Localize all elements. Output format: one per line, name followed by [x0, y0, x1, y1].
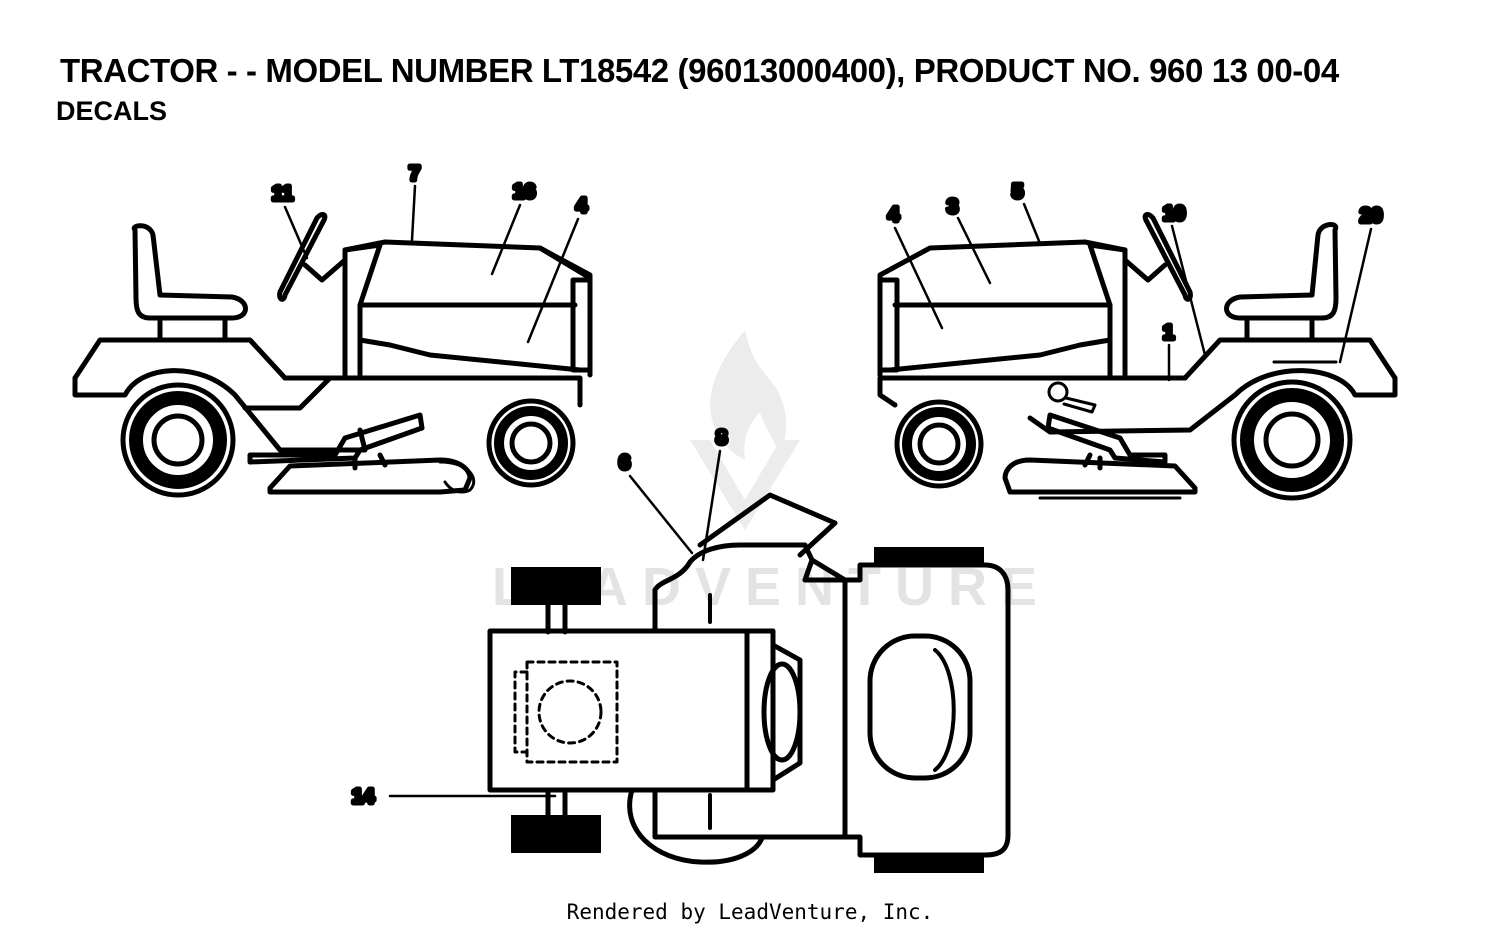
rear-fender-right [1027, 368, 1398, 435]
page-title: TRACTOR - - MODEL NUMBER LT18542 (960130… [60, 52, 1339, 89]
rear-wheel [120, 382, 236, 498]
callout-5: 5 [1012, 181, 1023, 203]
callout-3: 3 [947, 196, 958, 218]
mower-deck-right [1002, 457, 1198, 495]
callout-4-right: 4 [888, 204, 900, 226]
steering-wheel-right [1142, 212, 1193, 302]
callout-6: 6 [619, 452, 630, 474]
steering-wheel-top [697, 492, 838, 558]
callout-8: 8 [716, 427, 727, 449]
callout-16: 16 [513, 181, 535, 203]
front-right-tire [511, 815, 601, 853]
callout-1: 1 [1163, 322, 1174, 344]
callout-14: 14 [352, 786, 375, 808]
steering-column-top [761, 661, 803, 763]
tractor-top-view [487, 492, 1011, 873]
front-wheel [486, 398, 576, 488]
leader-lines [283, 184, 1373, 798]
tractor-right-view [877, 212, 1398, 501]
hood-top [487, 628, 750, 793]
rear-body-top [652, 542, 1011, 858]
front-left-tire [511, 567, 601, 605]
tractor-left-view [72, 212, 593, 498]
rear-fender [72, 368, 368, 453]
mower-deck [267, 457, 473, 495]
callout-11: 11 [272, 183, 293, 205]
callout-10: 10 [1163, 203, 1185, 225]
seat-post [157, 315, 228, 343]
callout-4-left: 4 [576, 195, 588, 217]
steering-wheel [277, 212, 328, 302]
rear-wheel-right [1231, 379, 1353, 501]
footer-credit: Rendered by LeadVenture, Inc. [566, 900, 934, 924]
seat-top [867, 633, 973, 781]
callout-7: 7 [409, 163, 420, 185]
front-wheel-right [894, 399, 984, 489]
callout-20: 20 [1360, 205, 1382, 227]
page-subtitle: DECALS [56, 96, 168, 126]
seat-back [131, 223, 248, 321]
seat-back-right [1224, 222, 1339, 321]
